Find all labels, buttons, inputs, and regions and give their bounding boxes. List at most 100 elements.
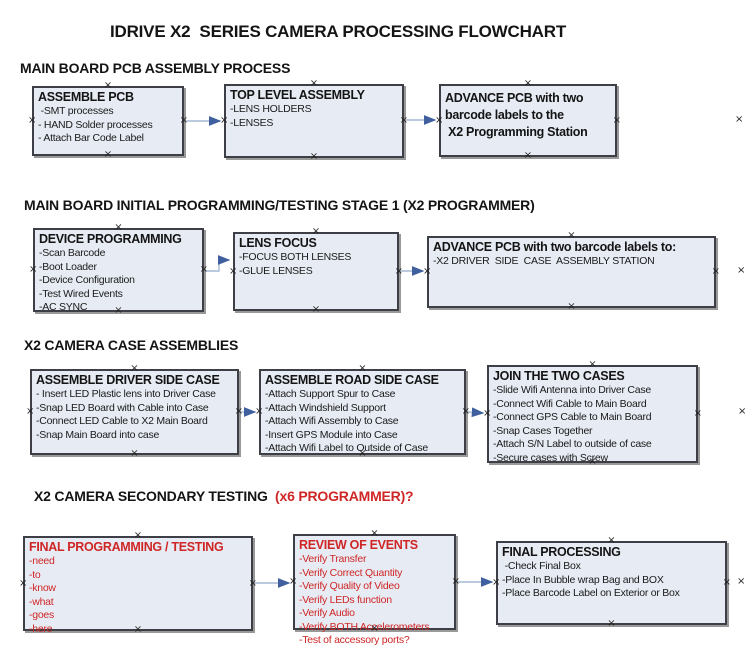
flow-box-advance-pcb-driver-side[interactable]: × × × × ADVANCE PCB with two barcode lab… xyxy=(423,231,720,312)
box-item: X2 Programming Station xyxy=(445,125,588,139)
box-item: ADVANCE PCB with two xyxy=(445,91,584,105)
box-item: -Attach Support Spur to Case xyxy=(265,388,396,400)
box-item: - Insert LED Plastic lens into Driver Ca… xyxy=(36,388,216,400)
connection-point-icon: × xyxy=(255,406,264,417)
box-item: -Verify BOTH Accelerometers xyxy=(299,620,430,633)
box-item: -Connect LED Cable to X2 Main Board xyxy=(36,415,208,427)
box-item: -Snap Main Board into case xyxy=(36,428,160,441)
box-title: ASSEMBLE ROAD SIDE CASE xyxy=(265,373,439,387)
flow-box-lens-focus[interactable]: × × × × LENS FOCUS -FOCUS BOTH LENSES -G… xyxy=(229,227,403,315)
box-item: -Attach Wifi Label to Outside of Case xyxy=(265,442,428,454)
connection-point-icon: × xyxy=(461,406,470,417)
connection-point-icon: × xyxy=(737,265,746,276)
box-item: -Scan Barcode xyxy=(39,247,106,259)
box-item: -Attach Wifi Assembly to Case xyxy=(265,415,399,427)
box-item: -Snap Cases Together xyxy=(493,424,593,437)
box-item: -Secure cases with Screw xyxy=(493,451,608,464)
connection-point-icon: × xyxy=(399,115,408,126)
connection-point-icon: × xyxy=(435,114,444,126)
box-item: -Place In Bubble wrap Bag and BOX xyxy=(502,573,664,586)
connection-point-icon: × xyxy=(220,115,229,126)
flow-arrow xyxy=(467,407,485,418)
flow-box-review-of-events[interactable]: × × × × REVIEW OF EVENTS -Verify Transfe… xyxy=(289,529,460,647)
connection-point-icon: × xyxy=(289,576,298,587)
box-item: -Verify Correct Quantity xyxy=(299,566,403,579)
box-title: TOP LEVEL ASSEMBLY xyxy=(230,88,365,102)
connection-point-icon: × xyxy=(248,577,257,589)
flow-box-advance-pcb-programming-station[interactable]: × × × × ADVANCE PCB with two barcode lab… xyxy=(435,79,621,161)
connection-point-icon: × xyxy=(311,304,321,315)
section-heading-initial-programming: MAIN BOARD INITIAL PROGRAMMING/TESTING S… xyxy=(24,197,535,213)
connection-point-icon: × xyxy=(612,114,621,126)
section-heading-text: X2 CAMERA SECONDARY TESTING xyxy=(34,488,268,504)
connection-point-icon: × xyxy=(19,577,28,589)
box-item: -Verify LEDs function xyxy=(299,593,392,606)
box-item: - Attach Bar Code Label xyxy=(38,132,144,144)
box-item: -Attach S/N Label to outside of case xyxy=(493,438,652,450)
box-item: -Verify Audio xyxy=(299,607,355,619)
flow-box-assemble-road-side-case[interactable]: × × × × ASSEMBLE ROAD SIDE CASE -Attach … xyxy=(255,364,470,459)
connection-point-icon: × xyxy=(179,115,188,126)
flow-box-assemble-driver-side-case[interactable]: × × × × ASSEMBLE DRIVER SIDE CASE - Inse… xyxy=(26,364,243,459)
box-item: -FOCUS BOTH LENSES xyxy=(239,251,352,263)
box-item: -Device Configuration xyxy=(39,274,135,286)
box-item: -Slide Wifi Antenna into Driver Case xyxy=(493,384,651,396)
flow-box-final-programming-testing[interactable]: × × × × FINAL PROGRAMMING / TESTING -nee… xyxy=(19,531,257,635)
connection-point-icon: × xyxy=(738,406,747,417)
box-item: -Snap LED Board with Cable into Case xyxy=(36,401,209,414)
box-title: FINAL PROGRAMMING / TESTING xyxy=(29,540,224,554)
connection-point-icon: × xyxy=(130,448,139,459)
connection-point-icon: × xyxy=(483,408,492,419)
connection-point-icon: × xyxy=(722,577,731,588)
section-heading-case-assemblies: X2 CAMERA CASE ASSEMBLIES xyxy=(24,337,239,353)
box-item: -Connect GPS Cable to Main Board xyxy=(493,411,652,423)
connection-point-icon: × xyxy=(103,149,113,160)
box-item: -here xyxy=(29,622,53,635)
connection-point-icon: × xyxy=(492,577,501,588)
flow-arrow xyxy=(205,255,231,272)
flow-box-device-programming[interactable]: × × × × DEVICE PROGRAMMING -Scan Barcode… xyxy=(29,223,208,316)
connection-point-icon: × xyxy=(28,115,37,126)
box-title: ADVANCE PCB with two barcode labels to: xyxy=(433,240,676,254)
box-title: FINAL PROCESSING xyxy=(502,545,621,559)
flow-box-final-processing[interactable]: × × × × FINAL PROCESSING -Check Final Bo… xyxy=(492,536,731,629)
box-item: -GLUE LENSES xyxy=(239,264,313,277)
flow-box-assemble-pcb[interactable]: × × × × ASSEMBLE PCB -SMT processes - HA… xyxy=(28,81,188,160)
box-item: -need xyxy=(29,555,55,567)
box-item: -Verify Quality of Video xyxy=(299,580,400,592)
connection-point-icon: × xyxy=(737,576,746,587)
box-item: -goes xyxy=(29,609,55,621)
box-item: -Verify Transfer xyxy=(299,553,367,565)
flow-box-top-level-assembly[interactable]: × × × × TOP LEVEL ASSEMBLY -LENS HOLDERS… xyxy=(220,79,408,162)
connection-point-icon: × xyxy=(199,264,208,275)
box-item: -know xyxy=(29,582,56,594)
connection-point-icon: × xyxy=(229,265,238,277)
connection-point-icon: × xyxy=(29,264,38,275)
box-item: -X2 DRIVER SIDE CASE ASSEMBLY STATION xyxy=(433,255,655,267)
box-title: ASSEMBLE DRIVER SIDE CASE xyxy=(36,373,220,387)
box-item: -Connect Wifi Cable to Main Board xyxy=(493,397,647,410)
connection-point-icon: × xyxy=(607,618,616,629)
connection-point-icon: × xyxy=(567,301,576,312)
connection-point-icon: × xyxy=(309,151,319,162)
connection-point-icon: × xyxy=(523,78,533,89)
box-item: - HAND Solder processes xyxy=(38,118,153,131)
box-item: -LENSES xyxy=(230,116,274,129)
connection-point-icon: × xyxy=(711,266,720,277)
connection-point-icon: × xyxy=(26,406,35,417)
box-item: -Test of accessory ports? xyxy=(299,634,410,646)
box-item: -Insert GPS Module into Case xyxy=(265,428,398,441)
connection-point-icon: × xyxy=(523,150,533,161)
section-heading-red-suffix: (x6 PROGRAMMER)? xyxy=(267,488,414,504)
box-title: DEVICE PROGRAMMING xyxy=(39,232,182,246)
connection-point-icon: × xyxy=(394,265,403,277)
connection-point-icon: × xyxy=(234,406,243,417)
connection-point-icon: × xyxy=(451,576,460,587)
flow-box-join-the-two-cases[interactable]: × × × × JOIN THE TWO CASES -Slide Wifi A… xyxy=(483,360,702,467)
box-item: -to xyxy=(29,568,41,581)
connection-point-icon: × xyxy=(735,114,744,125)
box-title: LENS FOCUS xyxy=(239,236,317,250)
box-title: ASSEMBLE PCB xyxy=(38,90,134,104)
box-item: -Place Barcode Label on Exterior or Box xyxy=(502,587,680,599)
